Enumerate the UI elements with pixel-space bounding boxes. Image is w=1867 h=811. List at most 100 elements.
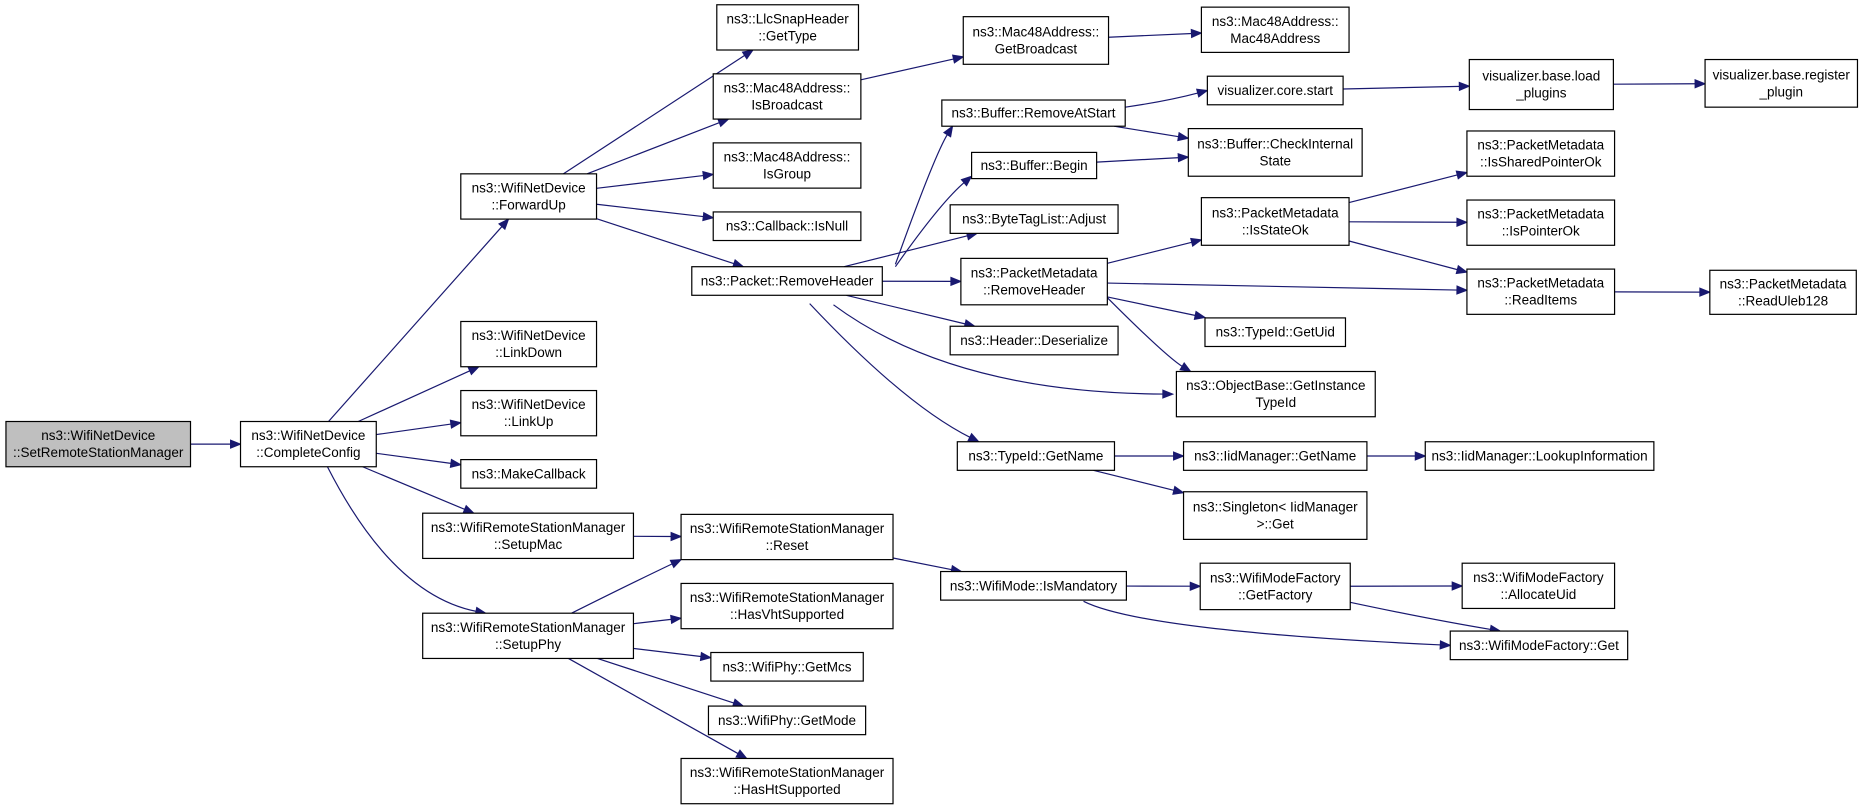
edge-fwd-to-cbnull-arrowhead [702, 211, 715, 222]
node-getbc-label-line-2: GetBroadcast [995, 41, 1078, 56]
node-isbc[interactable]: ns3::Mac48Address::IsBroadcast [712, 73, 862, 120]
node-sphy[interactable]: ns3::WifiRemoteStationManager::SetupPhy [422, 612, 635, 660]
edge-isstate-to-isshared [1348, 170, 1469, 204]
node-reset[interactable]: ns3::WifiRemoteStationManager::Reset [680, 513, 894, 561]
node-isbc-label-line-1: ns3::Mac48Address:: [724, 80, 851, 95]
node-getmode-label-line-1: ns3::WifiPhy::GetMode [718, 713, 856, 728]
node-isptr[interactable]: ns3::PacketMetadata::IsPointerOk [1466, 199, 1616, 246]
node-vizreg[interactable]: visualizer.base.register_plugin [1704, 58, 1859, 108]
node-mkcb[interactable]: ns3::MakeCallback [460, 459, 598, 489]
edge-isstate-to-readitems-line [1348, 240, 1459, 271]
edge-sphy-to-reset-line [571, 562, 674, 614]
edge-fwd-to-isbc-arrowhead [717, 118, 730, 128]
node-bufbegin[interactable]: ns3::Buffer::Begin [971, 151, 1098, 180]
node-root[interactable]: ns3::WifiNetDevice::SetRemoteStationMana… [5, 420, 192, 468]
edge-pmremhdr-to-objbase [1106, 297, 1192, 373]
edge-remhdr-to-objbase-arrowhead [1162, 389, 1175, 399]
node-remhdr[interactable]: ns3::Packet::RemoveHeader [691, 266, 883, 296]
node-getmcs[interactable]: ns3::WifiPhy::GetMcs [710, 651, 864, 682]
node-sphy-box [422, 612, 635, 660]
node-bufbegin-label-line-1: ns3::Buffer::Begin [981, 158, 1088, 173]
node-hasvht[interactable]: ns3::WifiRemoteStationManager::HasVhtSup… [680, 582, 894, 630]
node-btladj[interactable]: ns3::ByteTagList::Adjust [949, 204, 1119, 234]
node-vizload-label-line-2: _plugins [1515, 86, 1567, 101]
node-iidname[interactable]: ns3::IidManager::GetName [1182, 441, 1368, 471]
node-cbnull-label-line-1: ns3::Callback::IsNull [726, 219, 848, 234]
node-cbnull[interactable]: ns3::Callback::IsNull [712, 211, 862, 242]
edge-bufbegin-to-bufcheck-arrowhead [1177, 152, 1190, 163]
edge-fwd-to-cbnull-line [596, 203, 705, 218]
edge-bufrem-to-bufcheck-arrowhead [1177, 131, 1190, 142]
node-tidname[interactable]: ns3::TypeId::GetName [956, 441, 1116, 471]
node-readuleb[interactable]: ns3::PacketMetadata::ReadUleb128 [1709, 269, 1857, 315]
edge-pmremhdr-to-readitems [1107, 282, 1469, 295]
node-isshared-label-line-1: ns3::PacketMetadata [1477, 138, 1604, 153]
node-mac48[interactable]: ns3::Mac48Address::Mac48Address [1200, 6, 1350, 53]
node-tidname-label-line-1: ns3::TypeId::GetName [968, 449, 1103, 464]
node-cc[interactable]: ns3::WifiNetDevice::CompleteConfig [239, 420, 377, 468]
node-pmremhdr[interactable]: ns3::PacketMetadata::RemoveHeader [960, 257, 1108, 306]
node-mkcb-box [460, 459, 598, 489]
node-singleton[interactable]: ns3::Singleton< IidManager>::Get [1182, 491, 1368, 540]
node-isstate[interactable]: ns3::PacketMetadata::IsStateOk [1200, 197, 1350, 246]
node-cc-label-line-2: ::CompleteConfig [256, 445, 360, 460]
node-getfact[interactable]: ns3::WifiModeFactory::GetFactory [1199, 562, 1351, 611]
edge-bufrem-to-bufcheck [1113, 125, 1190, 142]
node-isshared-box [1466, 130, 1616, 177]
node-cc-label-line-1: ns3::WifiNetDevice [251, 428, 365, 443]
node-isgrp[interactable]: ns3::Mac48Address::IsGroup [712, 142, 862, 189]
edge-pmremhdr-to-tiduid-line [1107, 296, 1197, 317]
edge-cc-to-fwd-line [328, 225, 504, 422]
node-bufrem[interactable]: ns3::Buffer::RemoveAtStart [941, 99, 1126, 127]
edge-tidname-to-singleton-arrowhead [1172, 485, 1185, 495]
node-isstate-label-line-1: ns3::PacketMetadata [1212, 205, 1339, 220]
node-getmode[interactable]: ns3::WifiPhy::GetMode [707, 705, 867, 736]
node-tiduid[interactable]: ns3::TypeId::GetUid [1204, 317, 1347, 348]
node-getbc-box [962, 16, 1110, 65]
node-readitems[interactable]: ns3::PacketMetadata::ReadItems [1466, 268, 1616, 315]
edge-reset-to-ismand-line [892, 557, 953, 571]
node-reset-box [680, 513, 894, 561]
edge-cc-to-fwd-arrowhead [498, 218, 510, 231]
node-allocuid[interactable]: ns3::WifiModeFactory::AllocateUid [1461, 562, 1616, 610]
node-bufrem-label-line-1: ns3::Buffer::RemoveAtStart [951, 106, 1115, 121]
node-ismand[interactable]: ns3::WifiMode::IsMandatory [940, 570, 1127, 601]
node-lup-box [460, 389, 598, 437]
edge-fwd-to-isgrp-line [596, 174, 705, 189]
node-lup[interactable]: ns3::WifiNetDevice::LinkUp [460, 389, 598, 437]
edge-cc-to-lup-arrowhead [449, 419, 463, 429]
node-llc-box [716, 4, 860, 51]
node-objbase-label-line-2: TypeId [1256, 395, 1297, 410]
nodes-layer: ns3::WifiNetDevice::SetRemoteStationMana… [5, 4, 1859, 805]
edge-sphy-to-getmcs [633, 647, 713, 662]
edge-iidname-to-lookup-arrowhead [1414, 451, 1427, 461]
node-getbc[interactable]: ns3::Mac48Address::GetBroadcast [962, 16, 1110, 65]
edge-cc-to-smac-arrowhead [462, 504, 476, 514]
node-isshared[interactable]: ns3::PacketMetadata::IsSharedPointerOk [1466, 130, 1616, 177]
node-smac[interactable]: ns3::WifiRemoteStationManager::SetupMac [422, 512, 635, 560]
node-fwd-label-line-2: ::ForwardUp [492, 197, 566, 212]
node-hasht[interactable]: ns3::WifiRemoteStationManager::HasHtSupp… [680, 757, 894, 805]
edge-remhdr-to-tidname [809, 303, 980, 443]
edge-isstate-to-isptr-arrowhead [1456, 217, 1469, 228]
node-llc[interactable]: ns3::LlcSnapHeader::GetType [716, 4, 860, 51]
node-vizload[interactable]: visualizer.base.load_plugins [1468, 58, 1614, 111]
node-hasht-box [680, 757, 894, 805]
node-cc-box [239, 420, 377, 468]
edge-fwd-to-isgrp [596, 170, 715, 189]
node-vizstart[interactable]: visualizer.core.start [1206, 75, 1344, 106]
edge-ismand-to-mfget [1083, 600, 1452, 650]
edge-vizstart-to-vizload-line [1343, 85, 1461, 90]
node-ldown-label-line-1: ns3::WifiNetDevice [472, 328, 586, 343]
node-ldown[interactable]: ns3::WifiNetDevice::LinkDown [460, 320, 598, 368]
node-mfget[interactable]: ns3::WifiModeFactory::Get [1449, 630, 1629, 661]
node-fwd[interactable]: ns3::WifiNetDevice::ForwardUp [460, 173, 598, 220]
node-hdrdes[interactable]: ns3::Header::Deserialize [949, 325, 1119, 356]
node-lup-label-line-2: ::LinkUp [504, 414, 554, 429]
node-lookup[interactable]: ns3::IidManager::LookupInformation [1424, 441, 1655, 471]
node-vizreg-box [1704, 58, 1859, 108]
edge-remhdr-to-btladj [843, 231, 979, 268]
edge-ismand-to-getfact [1126, 581, 1202, 591]
